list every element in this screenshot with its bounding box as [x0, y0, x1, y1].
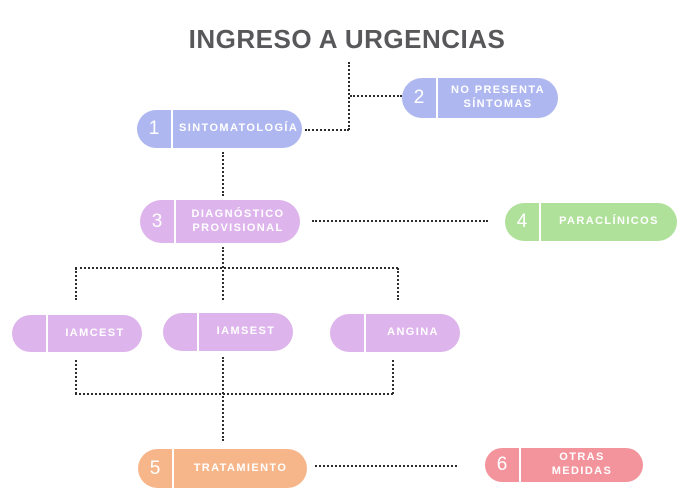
node-iamcest: IAMCEST: [12, 315, 142, 352]
node-number: 3: [151, 210, 163, 232]
node-label: SINTOMATOLOGÍA: [179, 122, 299, 135]
node-separator: [174, 200, 176, 243]
node-diagnostico-provisional: 3 DIAGNÓSTICO PROVISIONAL: [140, 200, 300, 243]
connector-from-node1: [305, 129, 349, 131]
node-no-presenta-sintomas: 2 NO PRESENTA SÍNTOMAS: [402, 78, 558, 118]
node-label: TRATAMIENTO: [193, 461, 288, 474]
node-number: [163, 313, 197, 351]
node-separator: [436, 78, 438, 118]
connector-stub-angina: [392, 360, 394, 394]
connector-node1-node3: [222, 152, 224, 196]
node-label: DIAGNÓSTICO PROVISIONAL: [191, 207, 285, 234]
connector-node3-node4: [312, 220, 488, 222]
connector-stub-iamcest: [75, 360, 77, 394]
node-label: NO PRESENTA SÍNTOMAS: [450, 84, 546, 110]
node-iamsest: IAMSEST: [163, 313, 293, 351]
node-number: 4: [516, 211, 528, 232]
node-sintomatologia: 1 SINTOMATOLOGÍA: [137, 110, 302, 148]
connector-drop-iamcest: [75, 268, 77, 300]
node-separator: [519, 448, 521, 482]
node-separator: [46, 315, 48, 352]
node-paraclinicos: 4 PARACLÍNICOS: [505, 203, 677, 241]
connector-drop-angina: [397, 268, 399, 300]
node-separator: [364, 314, 366, 352]
page-title: INGRESO A URGENCIAS: [188, 24, 506, 54]
node-label: IAMSEST: [216, 325, 276, 338]
node-number: [12, 315, 46, 352]
node-number: 5: [149, 457, 161, 479]
node-number: [330, 314, 364, 352]
connector-to-node5: [222, 357, 224, 441]
connector-to-node2: [350, 95, 402, 97]
connector-node3-down: [222, 247, 224, 300]
node-separator: [539, 203, 541, 241]
node-number: 6: [496, 454, 508, 475]
node-separator: [171, 110, 173, 148]
node-angina: ANGINA: [330, 314, 460, 352]
connector-node5-node6: [315, 465, 457, 467]
node-separator: [172, 449, 174, 488]
node-number: 1: [148, 118, 160, 139]
node-otras-medidas: 6 OTRAS MEDIDAS: [485, 448, 643, 482]
node-label: IAMCEST: [65, 326, 125, 339]
connector-merge-horizontal: [75, 393, 393, 395]
connector-branch-horizontal: [75, 267, 398, 269]
node-number: 2: [413, 87, 425, 108]
node-label: PARACLÍNICOS: [559, 215, 659, 228]
node-separator: [197, 313, 199, 351]
connector-title-down: [348, 62, 350, 130]
node-tratamiento: 5 TRATAMIENTO: [138, 449, 307, 488]
node-label: OTRAS MEDIDAS: [551, 451, 613, 477]
node-label: ANGINA: [387, 326, 439, 339]
